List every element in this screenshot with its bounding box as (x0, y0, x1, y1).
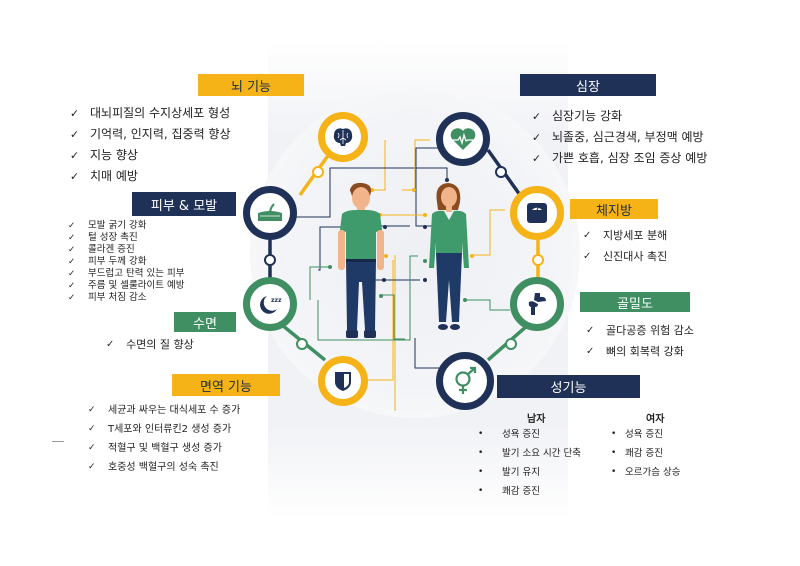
ring-joint (296, 338, 308, 350)
list-item: 콜라겐 증진 (68, 244, 184, 256)
scale-icon (527, 203, 547, 223)
list-item: T세포와 인터류킨2 생성 증가 (88, 420, 240, 439)
ring-joint (495, 166, 507, 178)
immune-node (318, 356, 368, 406)
list-item: 지능 향상 (70, 145, 231, 166)
list-item: 피부 두께 강화 (68, 256, 184, 268)
immune-title-text: 면역 기능 (200, 379, 252, 395)
ring-joint (312, 166, 324, 178)
list-item: 치매 예방 (70, 166, 231, 187)
immune-benefits-list: 세균과 싸우는 대식세포 수 증가 T세포와 인터류킨2 생성 증가 적혈구 및… (88, 401, 240, 477)
sexual-title: 성기능 (497, 375, 640, 398)
knee-joint-icon (528, 293, 546, 315)
list-item: 성욕 증진 (478, 425, 581, 444)
skin-hair-icon (258, 203, 282, 221)
female-heading: 여자 (646, 414, 665, 425)
list-item: 피부 처짐 감소 (68, 292, 184, 304)
brain-node (318, 112, 368, 162)
body-fat-node (510, 186, 564, 240)
brain-title: 뇌 기능 (198, 74, 304, 96)
immune-title: 면역 기능 (172, 374, 280, 396)
list-item: 뼈의 회복력 강화 (586, 341, 694, 362)
sexual-title-text: 성기능 (550, 381, 587, 396)
list-item: 심장기능 강화 (532, 106, 707, 127)
skin-hair-benefits-list: 모발 굵기 강화 털 성장 촉진 콜라겐 증진 피부 두께 강화 부드럽고 탄력… (68, 220, 184, 304)
list-item: 발기 유지 (478, 463, 581, 482)
heart-node (436, 112, 490, 166)
list-item: 신진대사 촉진 (583, 246, 667, 267)
list-item: 뇌졸중, 심근경색, 부정맥 예방 (532, 127, 707, 148)
body-fat-title-text: 체지방 (596, 203, 632, 219)
bone-title-text: 골밀도 (617, 296, 653, 312)
divider-dash (52, 441, 64, 442)
brain-icon (333, 128, 353, 146)
body-fat-benefits-list: 지방세포 분해 신진대사 촉진 (583, 225, 667, 267)
sleep-title-text: 수면 (193, 316, 217, 332)
list-item: 오르가슴 상승 (611, 463, 680, 482)
list-item: 부드럽고 탄력 있는 피부 (68, 268, 184, 280)
list-item: 털 성장 촉진 (68, 232, 184, 244)
skin-hair-node (243, 186, 297, 240)
sleep-benefits-list: 수면의 질 향상 (106, 335, 194, 354)
list-item: 가쁜 호흡, 심장 조임 증상 예방 (532, 148, 707, 169)
shield-icon (335, 372, 351, 391)
list-item: 적혈구 및 백혈구 생성 증가 (88, 439, 240, 458)
male-figure (338, 182, 384, 338)
ring-joint (532, 254, 544, 266)
brain-benefits-list: 대뇌피질의 수지상세포 형성 기억력, 인지력, 집중력 향상 지능 향상 치매… (70, 103, 231, 187)
bone-node (510, 277, 564, 331)
heart-title: 심장 (520, 74, 656, 96)
female-benefits-list: 성욕 증진 쾌감 증진 오르가슴 상승 (611, 425, 680, 482)
ring-joint (264, 254, 276, 266)
skin-hair-title: 피부 & 모발 (132, 192, 236, 216)
body-fat-title: 체지방 (570, 199, 658, 219)
list-item: 모발 굵기 강화 (68, 220, 184, 232)
list-item: 쾌감 증진 (478, 482, 581, 501)
female-figure (429, 183, 469, 330)
list-item: 발기 소요 시간 단축 (478, 444, 581, 463)
male-heading: 남자 (527, 414, 546, 425)
list-item: 주름 및 셀룰라이트 예방 (68, 280, 184, 292)
sleep-node: zzz (243, 277, 297, 331)
list-item: 골다공증 위험 감소 (586, 320, 694, 341)
sexual-node (436, 352, 494, 410)
gender-symbol-icon (455, 366, 477, 394)
male-benefits-list: 성욕 증진 발기 소요 시간 단축 발기 유지 쾌감 증진 (478, 425, 581, 501)
bone-title: 골밀도 (580, 292, 690, 312)
list-item: 쾌감 증진 (611, 444, 680, 463)
ring-joint (505, 338, 517, 350)
list-item: 성욕 증진 (611, 425, 680, 444)
list-item: 대뇌피질의 수지상세포 형성 (70, 103, 231, 124)
skin-hair-title-text: 피부 & 모발 (150, 198, 218, 214)
heart-title-text: 심장 (576, 79, 600, 95)
list-item: 수면의 질 향상 (106, 335, 194, 354)
svg-text:zzz: zzz (271, 297, 282, 304)
list-item: 세균과 싸우는 대식세포 수 증가 (88, 401, 240, 420)
sleep-title: 수면 (174, 312, 236, 332)
heart-benefits-list: 심장기능 강화 뇌졸중, 심근경색, 부정맥 예방 가쁜 호흡, 심장 조임 증… (532, 106, 707, 169)
brain-title-text: 뇌 기능 (230, 79, 271, 95)
bone-benefits-list: 골다공증 위험 감소 뼈의 회복력 강화 (586, 320, 694, 362)
list-item: 기억력, 인지력, 집중력 향상 (70, 124, 231, 145)
moon-sleep-icon: zzz (260, 296, 282, 314)
heart-pulse-icon (450, 128, 476, 150)
list-item: 호중성 백혈구의 성숙 촉진 (88, 458, 240, 477)
list-item: 지방세포 분해 (583, 225, 667, 246)
